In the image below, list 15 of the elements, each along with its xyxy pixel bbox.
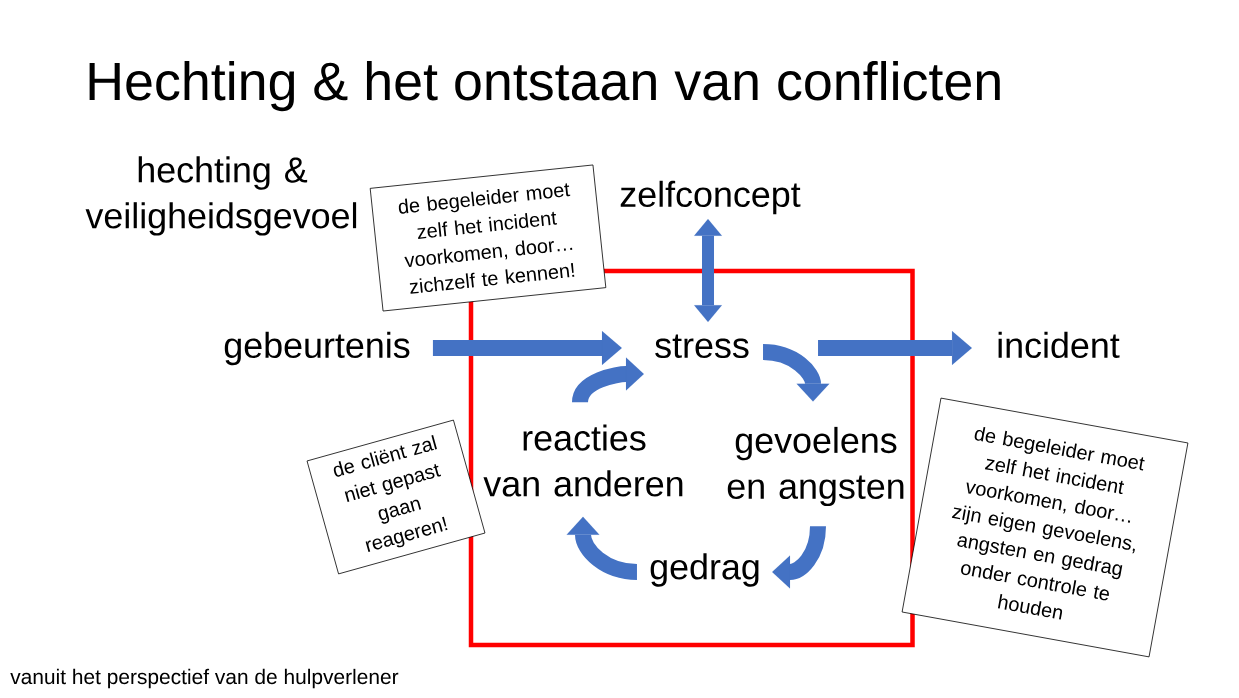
block-arrow [818, 331, 972, 365]
title: Hechting & het ontstaan van conflicten [89, 61, 1000, 112]
concept-label: gebeurtenis [224, 331, 410, 366]
curved-arrow [566, 516, 638, 580]
concept-label: incident [998, 331, 1120, 359]
concept-label: gevoelens en angsten [727, 426, 904, 507]
block-arrow [432, 331, 622, 365]
double-arrow [694, 218, 722, 323]
note-card: de begeleider moet zelf het incident voorkomen, door… zichzelf te kennen! [369, 164, 607, 312]
concept-label: reacties van anderen [483, 424, 683, 497]
concept-label: gedrag [650, 553, 759, 587]
footnote: vanuit het perspectief van de hulpverlener [10, 668, 399, 689]
concept-label: stress [655, 334, 749, 359]
curved-arrow [572, 357, 644, 404]
concept-label: zelfconcept [620, 180, 801, 215]
